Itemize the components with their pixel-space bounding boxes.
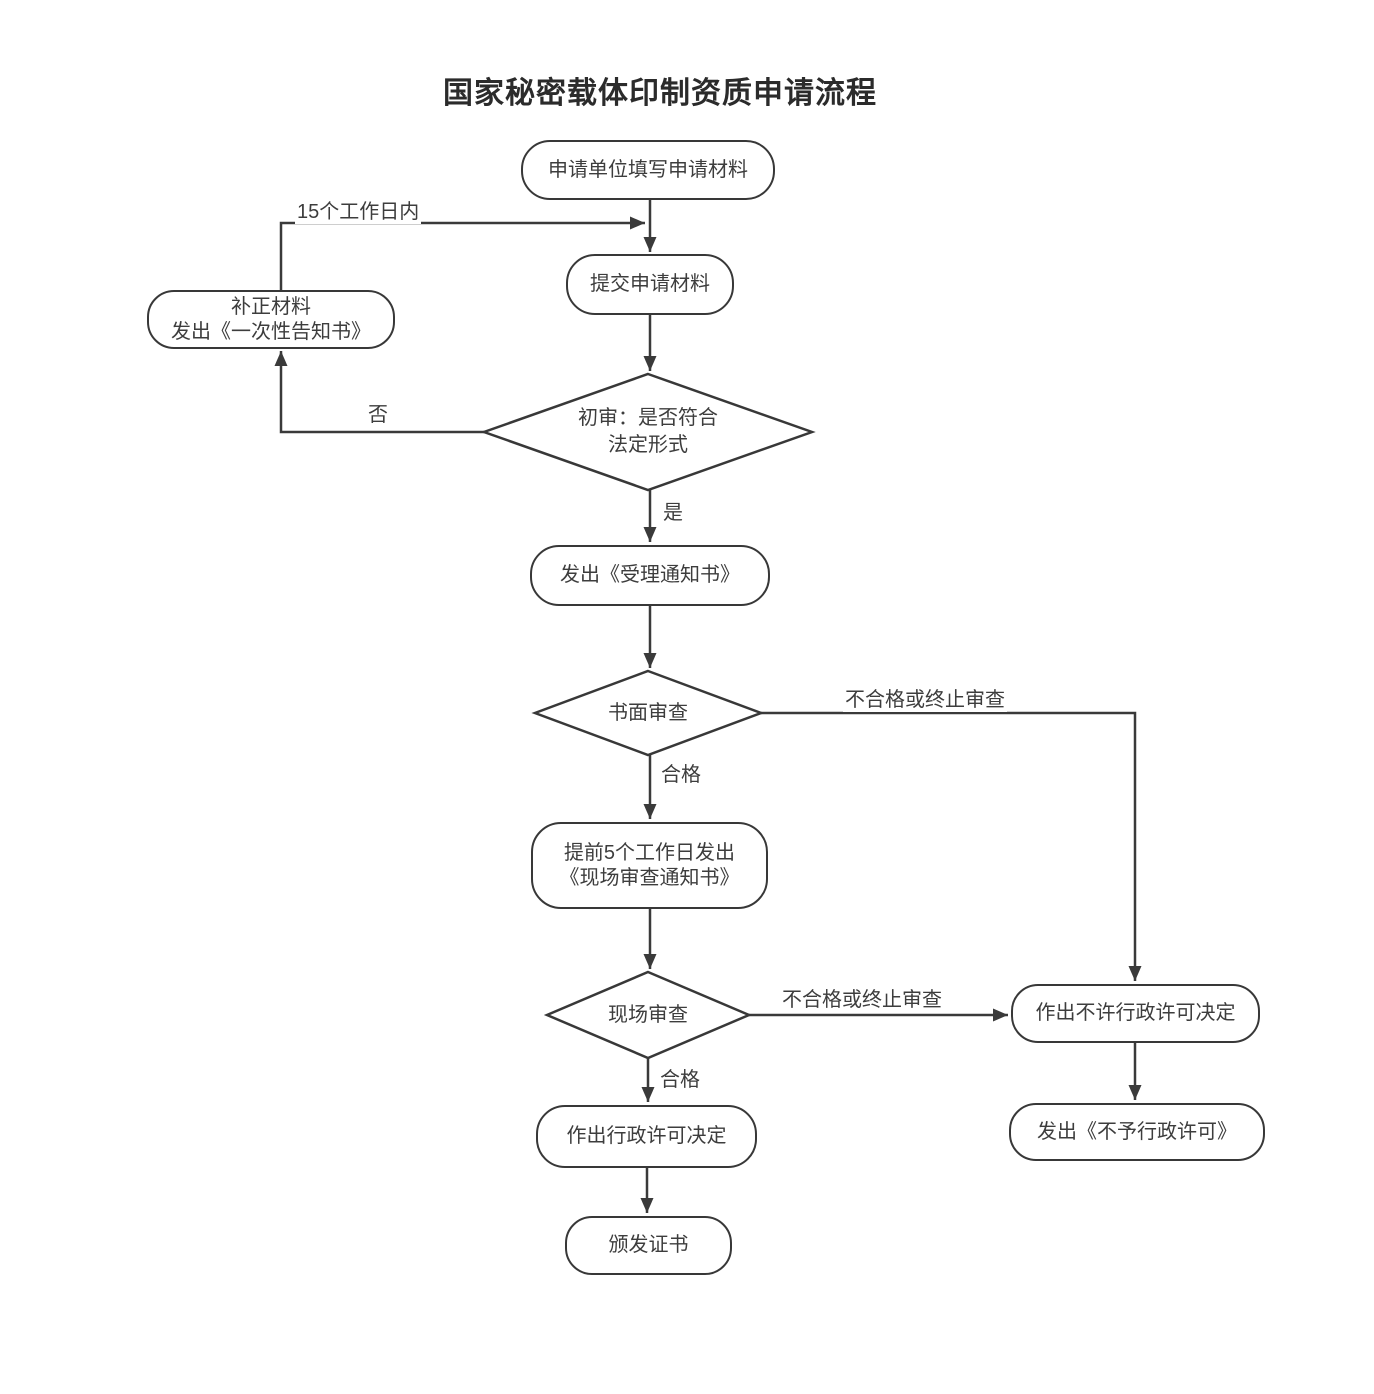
node-written-review-label: 书面审查	[548, 700, 748, 726]
node-approve-decision-label: 作出行政许可决定	[566, 1125, 727, 1147]
diamond-site-review	[543, 970, 753, 1060]
node-deny-notice-label: 发出《不予行政许可》	[1037, 1120, 1237, 1143]
node-submit-materials: 提交申请材料	[566, 254, 734, 315]
node-deny-notice: 发出《不予行政许可》	[1009, 1103, 1265, 1161]
node-issue-certificate-label: 颁发证书	[608, 1234, 689, 1256]
edge-supplement-loop-15days	[279, 216, 645, 290]
node-supplement-materials: 补正材料 发出《一次性告知书》	[147, 290, 395, 349]
diamond-written-review	[531, 669, 765, 757]
node-acceptance-notice-label: 发出《受理通知书》	[560, 564, 740, 586]
edge-label-within-15-days: 15个工作日内	[295, 195, 422, 224]
node-site-review-label: 现场审查	[548, 1002, 748, 1028]
node-deny-decision-label: 作出不许行政许可决定	[1035, 1002, 1236, 1024]
node-submit-materials-label: 提交申请材料	[590, 273, 710, 295]
edge-initial-review-no-to-supplement	[274, 351, 486, 434]
edge-written-review-fail-to-deny-decision	[760, 711, 1142, 981]
edge-label-written-fail: 不合格或终止审查	[843, 683, 1007, 712]
node-site-notice-line1: 提前5个工作日发出	[563, 841, 736, 864]
node-site-review-notice: 提前5个工作日发出 《现场审查通知书》	[531, 822, 768, 909]
node-initial-review-line1: 初审：是否符合	[578, 407, 718, 429]
node-fill-materials-label: 申请单位填写申请材料	[548, 158, 748, 181]
node-initial-review-line2: 法定形式	[608, 434, 688, 456]
node-site-review-text: 现场审查	[608, 1003, 688, 1026]
node-acceptance-notice: 发出《受理通知书》	[530, 545, 770, 606]
node-initial-review-label: 初审：是否符合 法定形式	[498, 403, 798, 461]
page-title: 国家秘密载体印制资质申请流程	[443, 77, 877, 110]
node-fill-materials: 申请单位填写申请材料	[521, 140, 775, 200]
edge-label-site-pass: 合格	[658, 1063, 702, 1092]
edge-label-no: 否	[366, 398, 390, 427]
node-deny-decision: 作出不许行政许可决定	[1011, 984, 1260, 1043]
node-issue-certificate: 颁发证书	[565, 1216, 732, 1275]
edge-label-yes: 是	[661, 496, 685, 525]
node-supplement-line2: 发出《一次性告知书》	[171, 320, 371, 343]
edge-label-site-fail: 不合格或终止审查	[780, 983, 944, 1012]
node-written-review-text: 书面审查	[608, 701, 688, 724]
diamond-initial-review	[480, 372, 816, 492]
edge-label-written-pass: 合格	[659, 758, 703, 787]
node-site-notice-line2: 《现场审查通知书》	[559, 866, 740, 889]
node-supplement-line1: 补正材料	[231, 295, 311, 318]
node-approve-decision: 作出行政许可决定	[536, 1105, 757, 1168]
